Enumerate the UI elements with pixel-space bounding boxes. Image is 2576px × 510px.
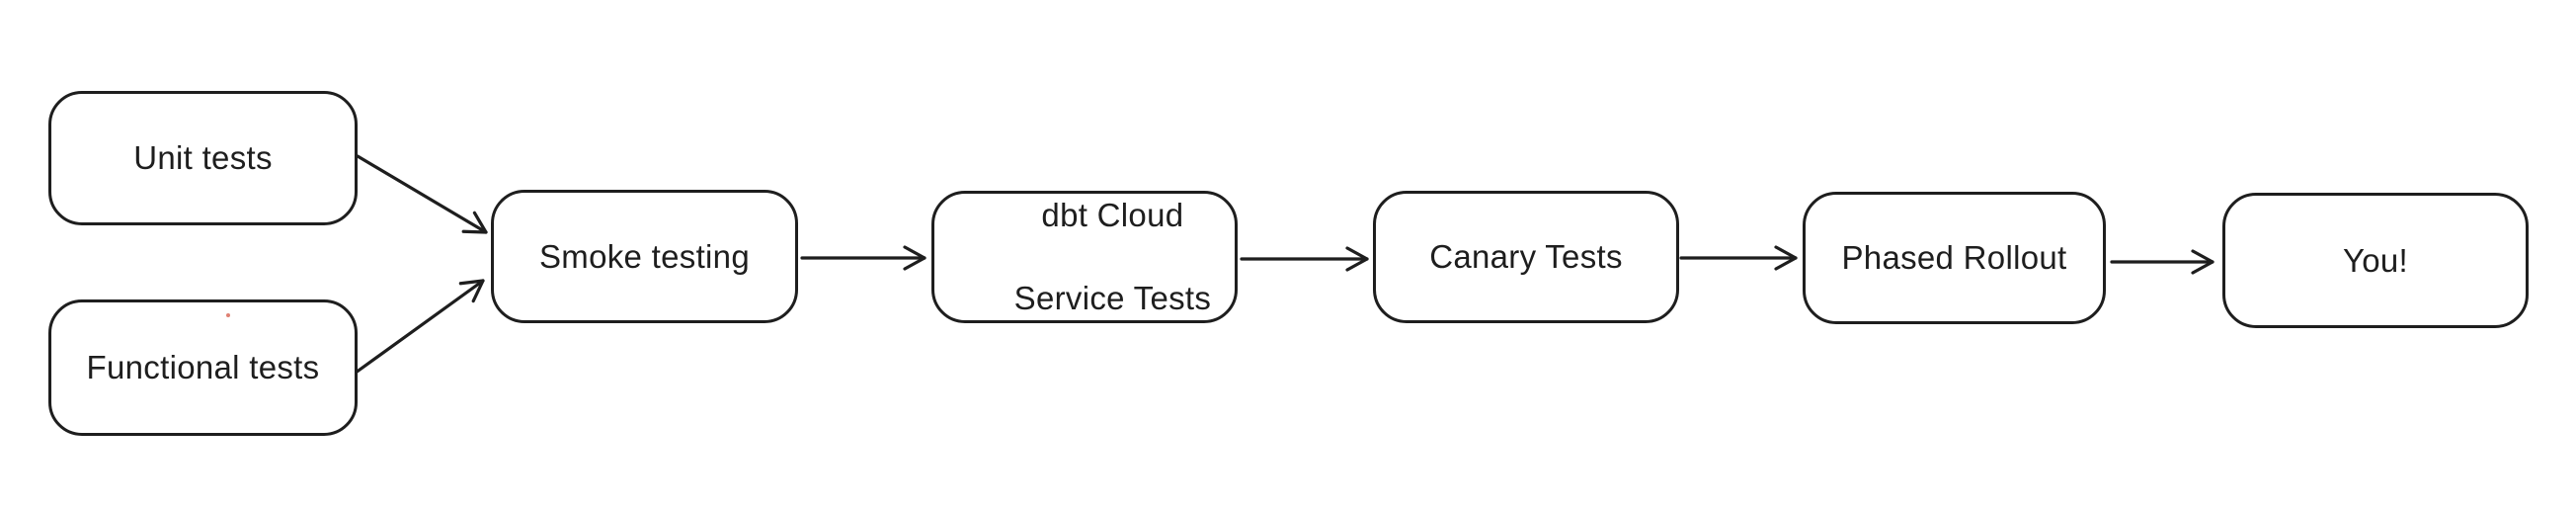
dbt-label-line-1: dbt Cloud xyxy=(1041,197,1184,233)
red-artifact-dot xyxy=(226,313,230,317)
node-functional-tests[interactable]: Functional tests xyxy=(48,299,358,436)
edge-unit-tests-to-smoke-testing[interactable] xyxy=(356,154,488,234)
node-canary-tests-label: Canary Tests xyxy=(1429,238,1623,275)
node-dbt-cloud-service-tests[interactable]: dbt Cloud Service Tests xyxy=(931,191,1238,323)
dbt-label-line-2: Service Tests xyxy=(1013,280,1212,316)
node-dbt-cloud-service-tests-label: dbt Cloud Service Tests xyxy=(958,153,1211,361)
node-smoke-testing-label: Smoke testing xyxy=(538,237,750,275)
node-smoke-testing[interactable]: Smoke testing xyxy=(491,190,798,323)
node-unit-tests-label: Unit tests xyxy=(133,139,273,176)
node-canary-tests[interactable]: Canary Tests xyxy=(1373,191,1679,323)
node-unit-tests[interactable]: Unit tests xyxy=(48,91,358,225)
node-phased-rollout-label: Phased Rollout xyxy=(1841,239,2067,276)
node-phased-rollout[interactable]: Phased Rollout xyxy=(1803,192,2106,324)
node-you[interactable]: You! xyxy=(2222,193,2529,328)
node-functional-tests-label: Functional tests xyxy=(86,349,320,385)
node-you-label: You! xyxy=(2342,241,2409,279)
edge-functional-tests-to-smoke-testing[interactable] xyxy=(354,279,485,375)
